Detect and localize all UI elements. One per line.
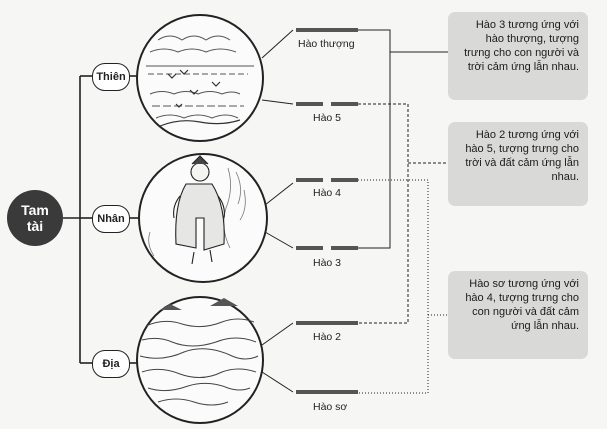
tam-tai-node: Tam tài <box>7 190 63 246</box>
earth-illustration <box>136 296 264 424</box>
note-haoso-4: Hào sơ tương ứng với hào 4, tượng trưng … <box>448 271 588 359</box>
branch-thien: Thiên <box>92 63 130 91</box>
yao-label-3: Hào 3 <box>313 257 342 269</box>
yao-label-5: Hào 5 <box>313 112 342 124</box>
fan-connectors <box>261 29 294 393</box>
yao-bars <box>296 28 358 394</box>
correspondence-lines <box>358 29 448 394</box>
note-hao2-5: Hào 2 tương ứng với hào 5, tượng trưng c… <box>448 122 588 206</box>
human-illustration <box>138 153 268 283</box>
yao-label-so: Hào sơ <box>313 401 348 413</box>
yao-bar-3-left <box>296 246 323 250</box>
yao-bar-4 <box>296 321 358 325</box>
yao-bar-2-left <box>296 178 323 182</box>
yao-label-2: Hào 2 <box>313 331 342 343</box>
yao-bar-5 <box>296 390 358 394</box>
yao-label-thuong: Hào thượng <box>298 38 355 50</box>
yao-bar-0 <box>296 28 358 32</box>
tam-tai-line1: Tam <box>21 202 49 218</box>
yao-bar-1-right <box>331 102 358 106</box>
note-hao3-thuong: Hào 3 tương ứng với hào thượng, tượng tr… <box>448 12 588 100</box>
tree-connectors <box>63 75 140 364</box>
yao-label-4: Hào 4 <box>313 187 342 199</box>
tam-tai-line2: tài <box>26 218 44 234</box>
sky-illustration <box>136 14 264 142</box>
yao-bar-1-left <box>296 102 323 106</box>
yao-bar-2-right <box>331 178 358 182</box>
branch-nhan: Nhân <box>92 205 130 233</box>
branch-dia: Địa <box>92 350 130 378</box>
yao-bar-3-right <box>331 246 358 250</box>
